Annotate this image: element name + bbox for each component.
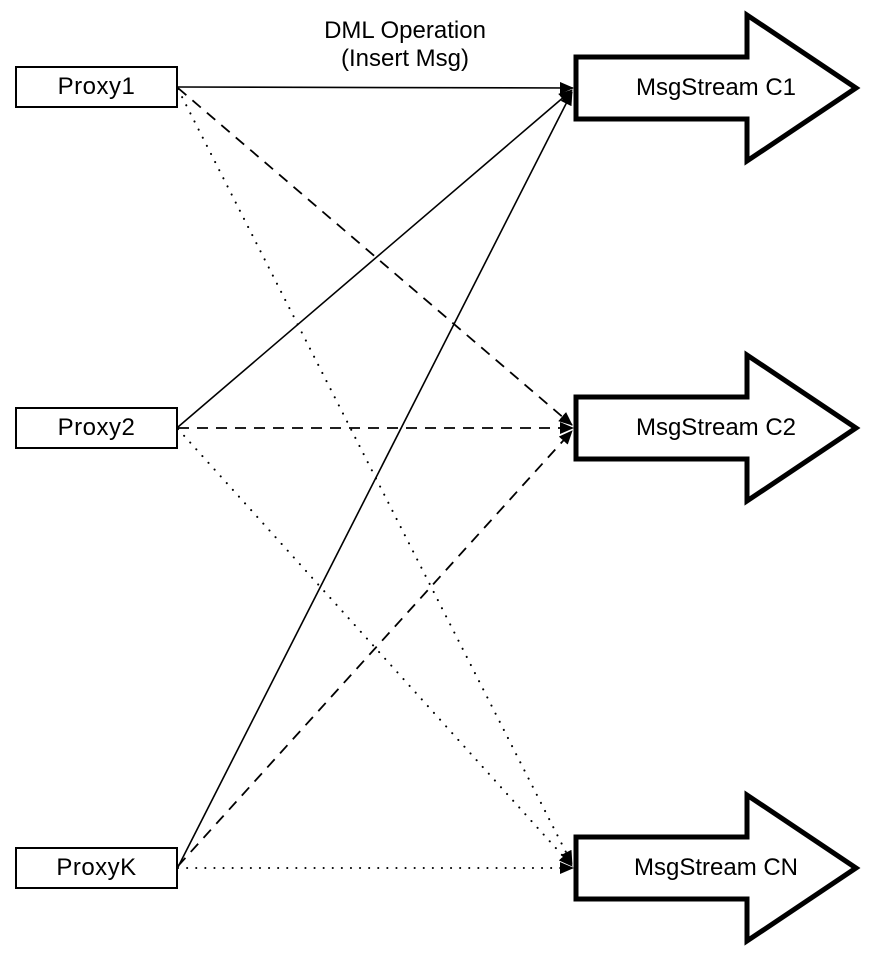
connector-proxy1-msgstream-c2 (177, 87, 573, 426)
node-proxy1: Proxy1 (15, 66, 178, 108)
node-proxy2: Proxy2 (15, 407, 178, 449)
connector-proxy2-msgstream-c1 (177, 89, 573, 428)
connector-proxyk-msgstream-c1 (177, 91, 573, 868)
diagram-caption-line2: (Insert Msg) (340, 45, 469, 72)
connector-proxyk-msgstream-c2 (177, 430, 573, 867)
connector-proxy1-msgstream-c1 (177, 81, 574, 94)
msgstream-cn-block-arrow (573, 790, 861, 946)
node-proxyk-label: ProxyK (56, 854, 137, 881)
node-proxyk: ProxyK (15, 847, 178, 889)
diagram-caption-line1: DML Operation (324, 17, 486, 44)
msgstream-c2-block-arrow (573, 350, 861, 506)
connector-proxy1-msgstream-cn (177, 88, 573, 865)
node-proxy2-label: Proxy2 (57, 414, 136, 441)
node-proxy1-label: Proxy1 (57, 73, 136, 100)
diagram-caption: DML Operation (Insert Msg) (255, 17, 555, 73)
msgstream-c1-block-arrow (573, 10, 861, 166)
